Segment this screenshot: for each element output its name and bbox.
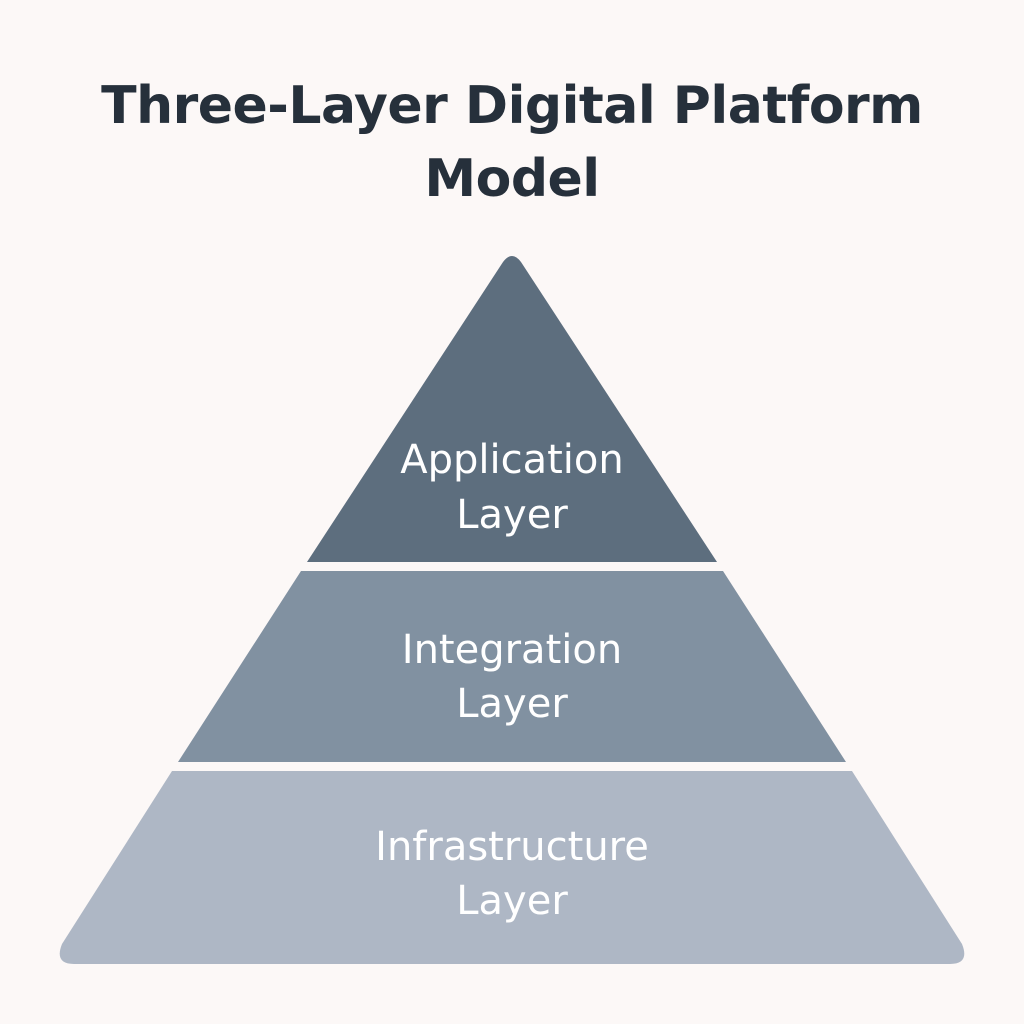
application-layer-label-line-2: Layer	[456, 492, 568, 538]
infrastructure-layer-shape	[59, 771, 965, 964]
infrastructure-layer-label-line-2: Layer	[456, 878, 568, 924]
application-layer-label-line-1: Application	[400, 437, 624, 483]
title-line-2: Model	[424, 149, 600, 209]
integration-layer-shape	[178, 571, 846, 762]
infrastructure-layer-label-line-1: Infrastructure	[375, 824, 649, 870]
integration-layer-label-line-1: Integration	[402, 627, 622, 673]
title-line-1: Three-Layer Digital Platform	[101, 76, 923, 136]
diagram-title: Three-Layer Digital Platform Model	[62, 70, 962, 216]
integration-layer-label-line-2: Layer	[456, 681, 568, 727]
application-layer-shape	[307, 256, 717, 562]
